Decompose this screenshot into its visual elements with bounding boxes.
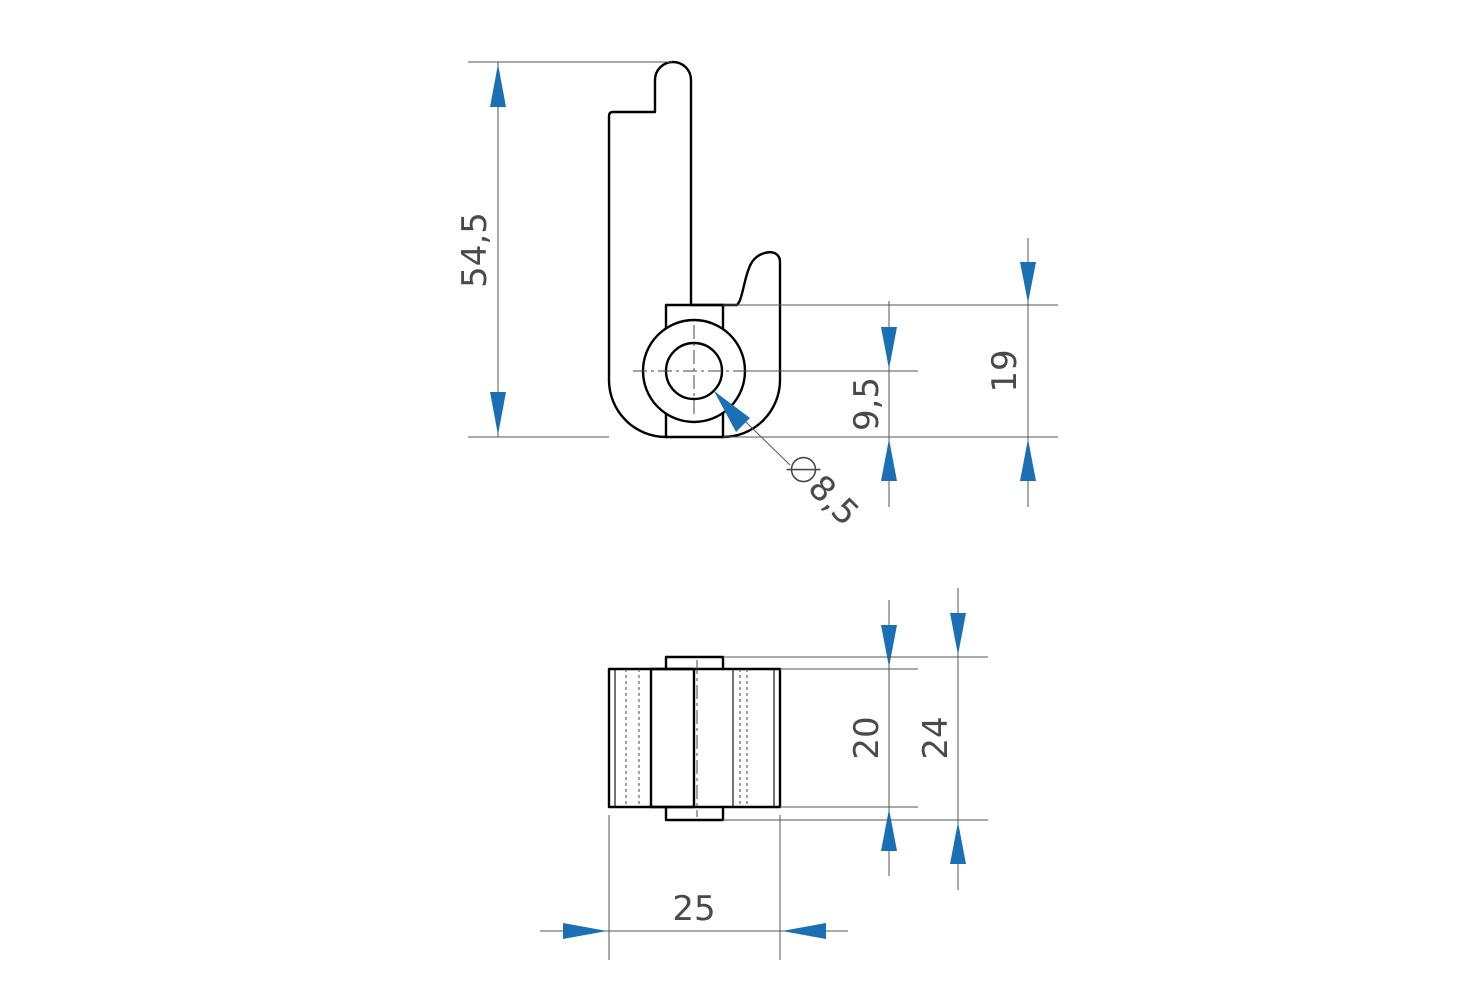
center-knuckle [664, 655, 725, 822]
side-view [607, 60, 782, 439]
dimension-outer-width: 24 [723, 588, 988, 890]
dimension-knuckle-height: 19 [723, 238, 1058, 507]
arrow-down-icon [1020, 262, 1036, 303]
arrow-up-icon [1020, 439, 1036, 481]
dimension-label-overall-height: 54,5 [455, 212, 495, 288]
arrow-up-icon [881, 809, 897, 851]
arrow-down-icon [881, 625, 897, 667]
arrow-left-icon [782, 923, 826, 939]
dimension-depth: 25 [540, 815, 848, 960]
arrow-up-icon [950, 822, 966, 864]
dimension-overall-height: 54,5 [455, 61, 672, 438]
dimension-bore-diameter: 8,5 [713, 390, 867, 534]
dimension-label-outer-width: 24 [916, 716, 956, 759]
dimension-label-knuckle-height: 19 [985, 349, 1025, 392]
arrow-up-icon [490, 64, 506, 107]
dimension-label-inner-width: 20 [847, 716, 887, 759]
dimension-pivot-height: 9,5 [723, 301, 1058, 507]
arrow-leader-icon [714, 391, 750, 432]
dimension-label-bore-diameter: 8,5 [800, 467, 867, 534]
diameter-icon [786, 456, 821, 483]
arrow-down-icon [950, 613, 966, 655]
dimension-inner-width: 20 [780, 600, 918, 876]
front-view [607, 655, 782, 822]
dimension-label-pivot-height: 9,5 [847, 377, 887, 431]
leaf-inner-panel [649, 667, 696, 809]
arrow-down-icon [881, 327, 897, 369]
dimension-label-depth: 25 [672, 889, 715, 929]
arrow-up-icon [881, 439, 897, 481]
arrow-down-icon [490, 392, 506, 435]
arrow-right-icon [563, 923, 607, 939]
hinge-leaf-outline [607, 60, 782, 439]
